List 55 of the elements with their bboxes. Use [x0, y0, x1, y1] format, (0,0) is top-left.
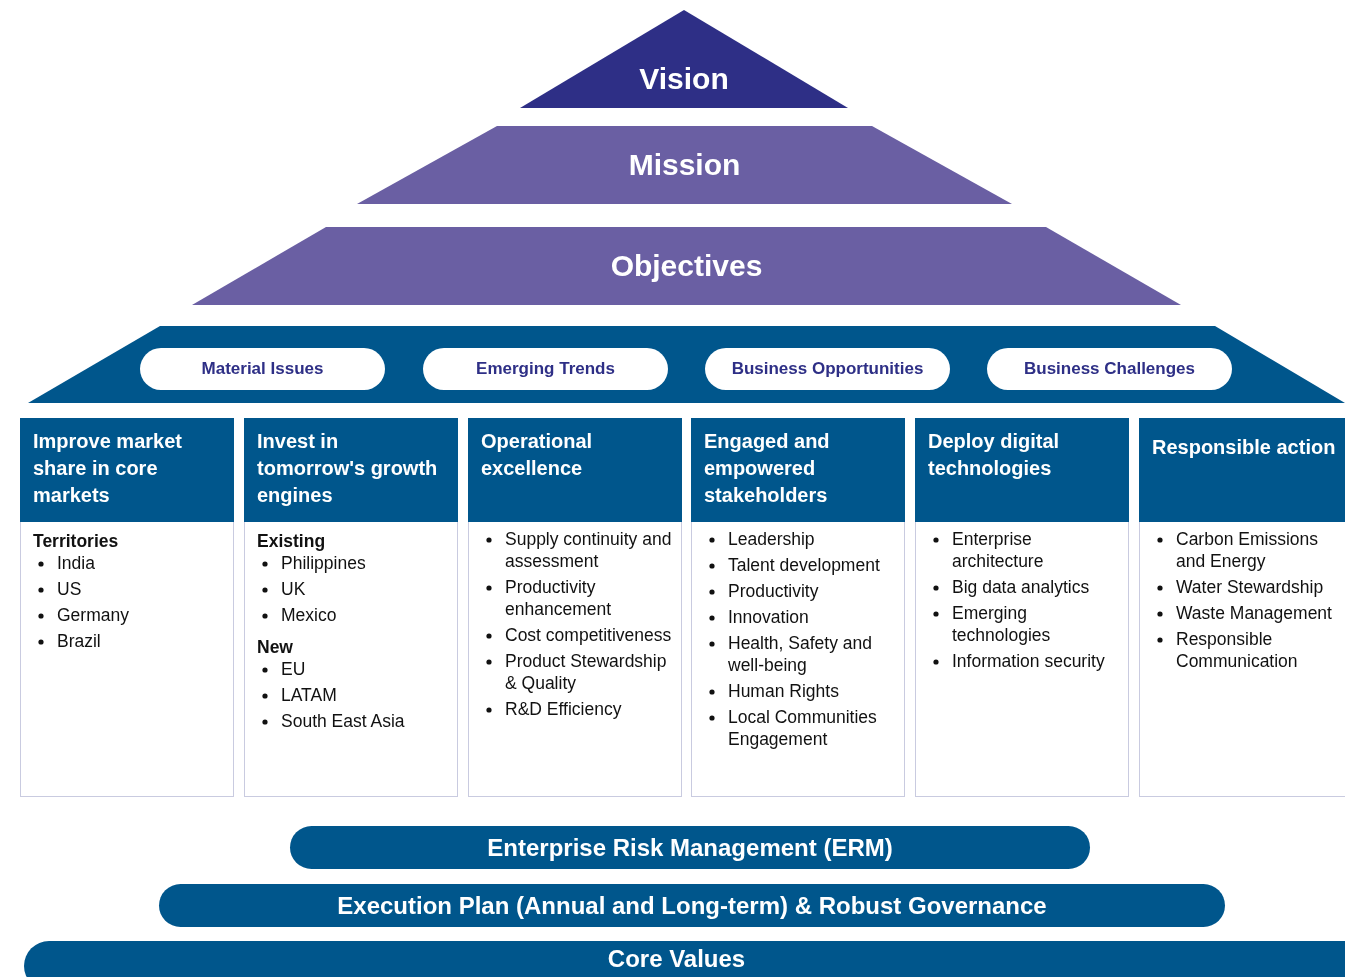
bullet-item: Water Stewardship: [1176, 577, 1324, 597]
bullet-item: EU: [281, 659, 306, 679]
column-header: Operational excellence: [468, 418, 682, 522]
bullet-item: Cost competitiveness: [505, 625, 672, 645]
bullet-item: US: [57, 579, 82, 599]
topic-pill: Business Challenges: [987, 348, 1232, 390]
column-panel: [1139, 522, 1345, 797]
bullet-item: Product Stewardship & Quality: [505, 651, 667, 693]
column-panel: [915, 522, 1129, 797]
column-header: Responsible action: [1139, 418, 1345, 522]
foundation-bar: Execution Plan (Annual and Long-term) & Robust Governance: [159, 884, 1225, 927]
bullet-item: Health, Safety and well-being: [728, 633, 872, 675]
bullet-item: Carbon Emissions and Energy: [1176, 529, 1318, 571]
bullet-item: Big data analytics: [952, 577, 1090, 597]
topic-pill: Emerging Trends: [423, 348, 668, 390]
bullet-item: Leadership: [728, 529, 815, 549]
bullet-item: Supply continuity and assessment: [505, 529, 672, 571]
bullet-item: Enterprise architecture: [952, 529, 1044, 571]
list-subheading: Territories: [33, 530, 120, 552]
bullet-item: Human Rights: [728, 681, 839, 701]
level-label: Objectives: [609, 248, 764, 284]
bullet-item: Local Communities Engagement: [728, 707, 877, 749]
level-label: Vision: [638, 61, 730, 97]
column-header: Invest in tomorrow's growth engines: [244, 418, 458, 522]
bullet-item: Emerging technologies: [952, 603, 1051, 645]
bullet-item: Information security: [952, 651, 1105, 671]
bullet-item: India: [57, 553, 95, 573]
bullet-item: Productivity: [728, 581, 819, 601]
bullet-item: Responsible Communication: [1176, 629, 1298, 671]
column-panel: [20, 522, 234, 797]
bullet-item: South East Asia: [281, 711, 405, 731]
bullet-item: Productivity enhancement: [505, 577, 612, 619]
column-header: Engaged and empowered stakeholders: [691, 418, 905, 522]
list-subheading: Existing: [257, 530, 327, 552]
bullet-item: Innovation: [728, 607, 809, 627]
list-subheading: New: [257, 636, 294, 658]
topic-pill: Material Issues: [140, 348, 385, 390]
bullet-item: Philippines: [281, 553, 366, 573]
foundation-bar: Enterprise Risk Management (ERM): [290, 826, 1090, 869]
topic-pill: Business Opportunities: [705, 348, 950, 390]
column-panel: [691, 522, 905, 797]
bullet-item: Germany: [57, 605, 129, 625]
bullet-item: Talent development: [728, 555, 880, 575]
bullet-item: LATAM: [281, 685, 337, 705]
bullet-item: R&D Efficiency: [505, 699, 622, 719]
bullet-item: UK: [281, 579, 306, 599]
column-header: Deploy digital technologies: [915, 418, 1129, 522]
column-panel: [244, 522, 458, 797]
bullet-item: Waste Management: [1176, 603, 1332, 623]
bullet-item: Brazil: [57, 631, 101, 651]
level-label: Mission: [627, 147, 742, 183]
bullet-item: Mexico: [281, 605, 337, 625]
column-header: Improve market share in core markets: [20, 418, 234, 522]
foundation-bar: Core Values: [24, 941, 1345, 977]
column-panel: [468, 522, 682, 797]
